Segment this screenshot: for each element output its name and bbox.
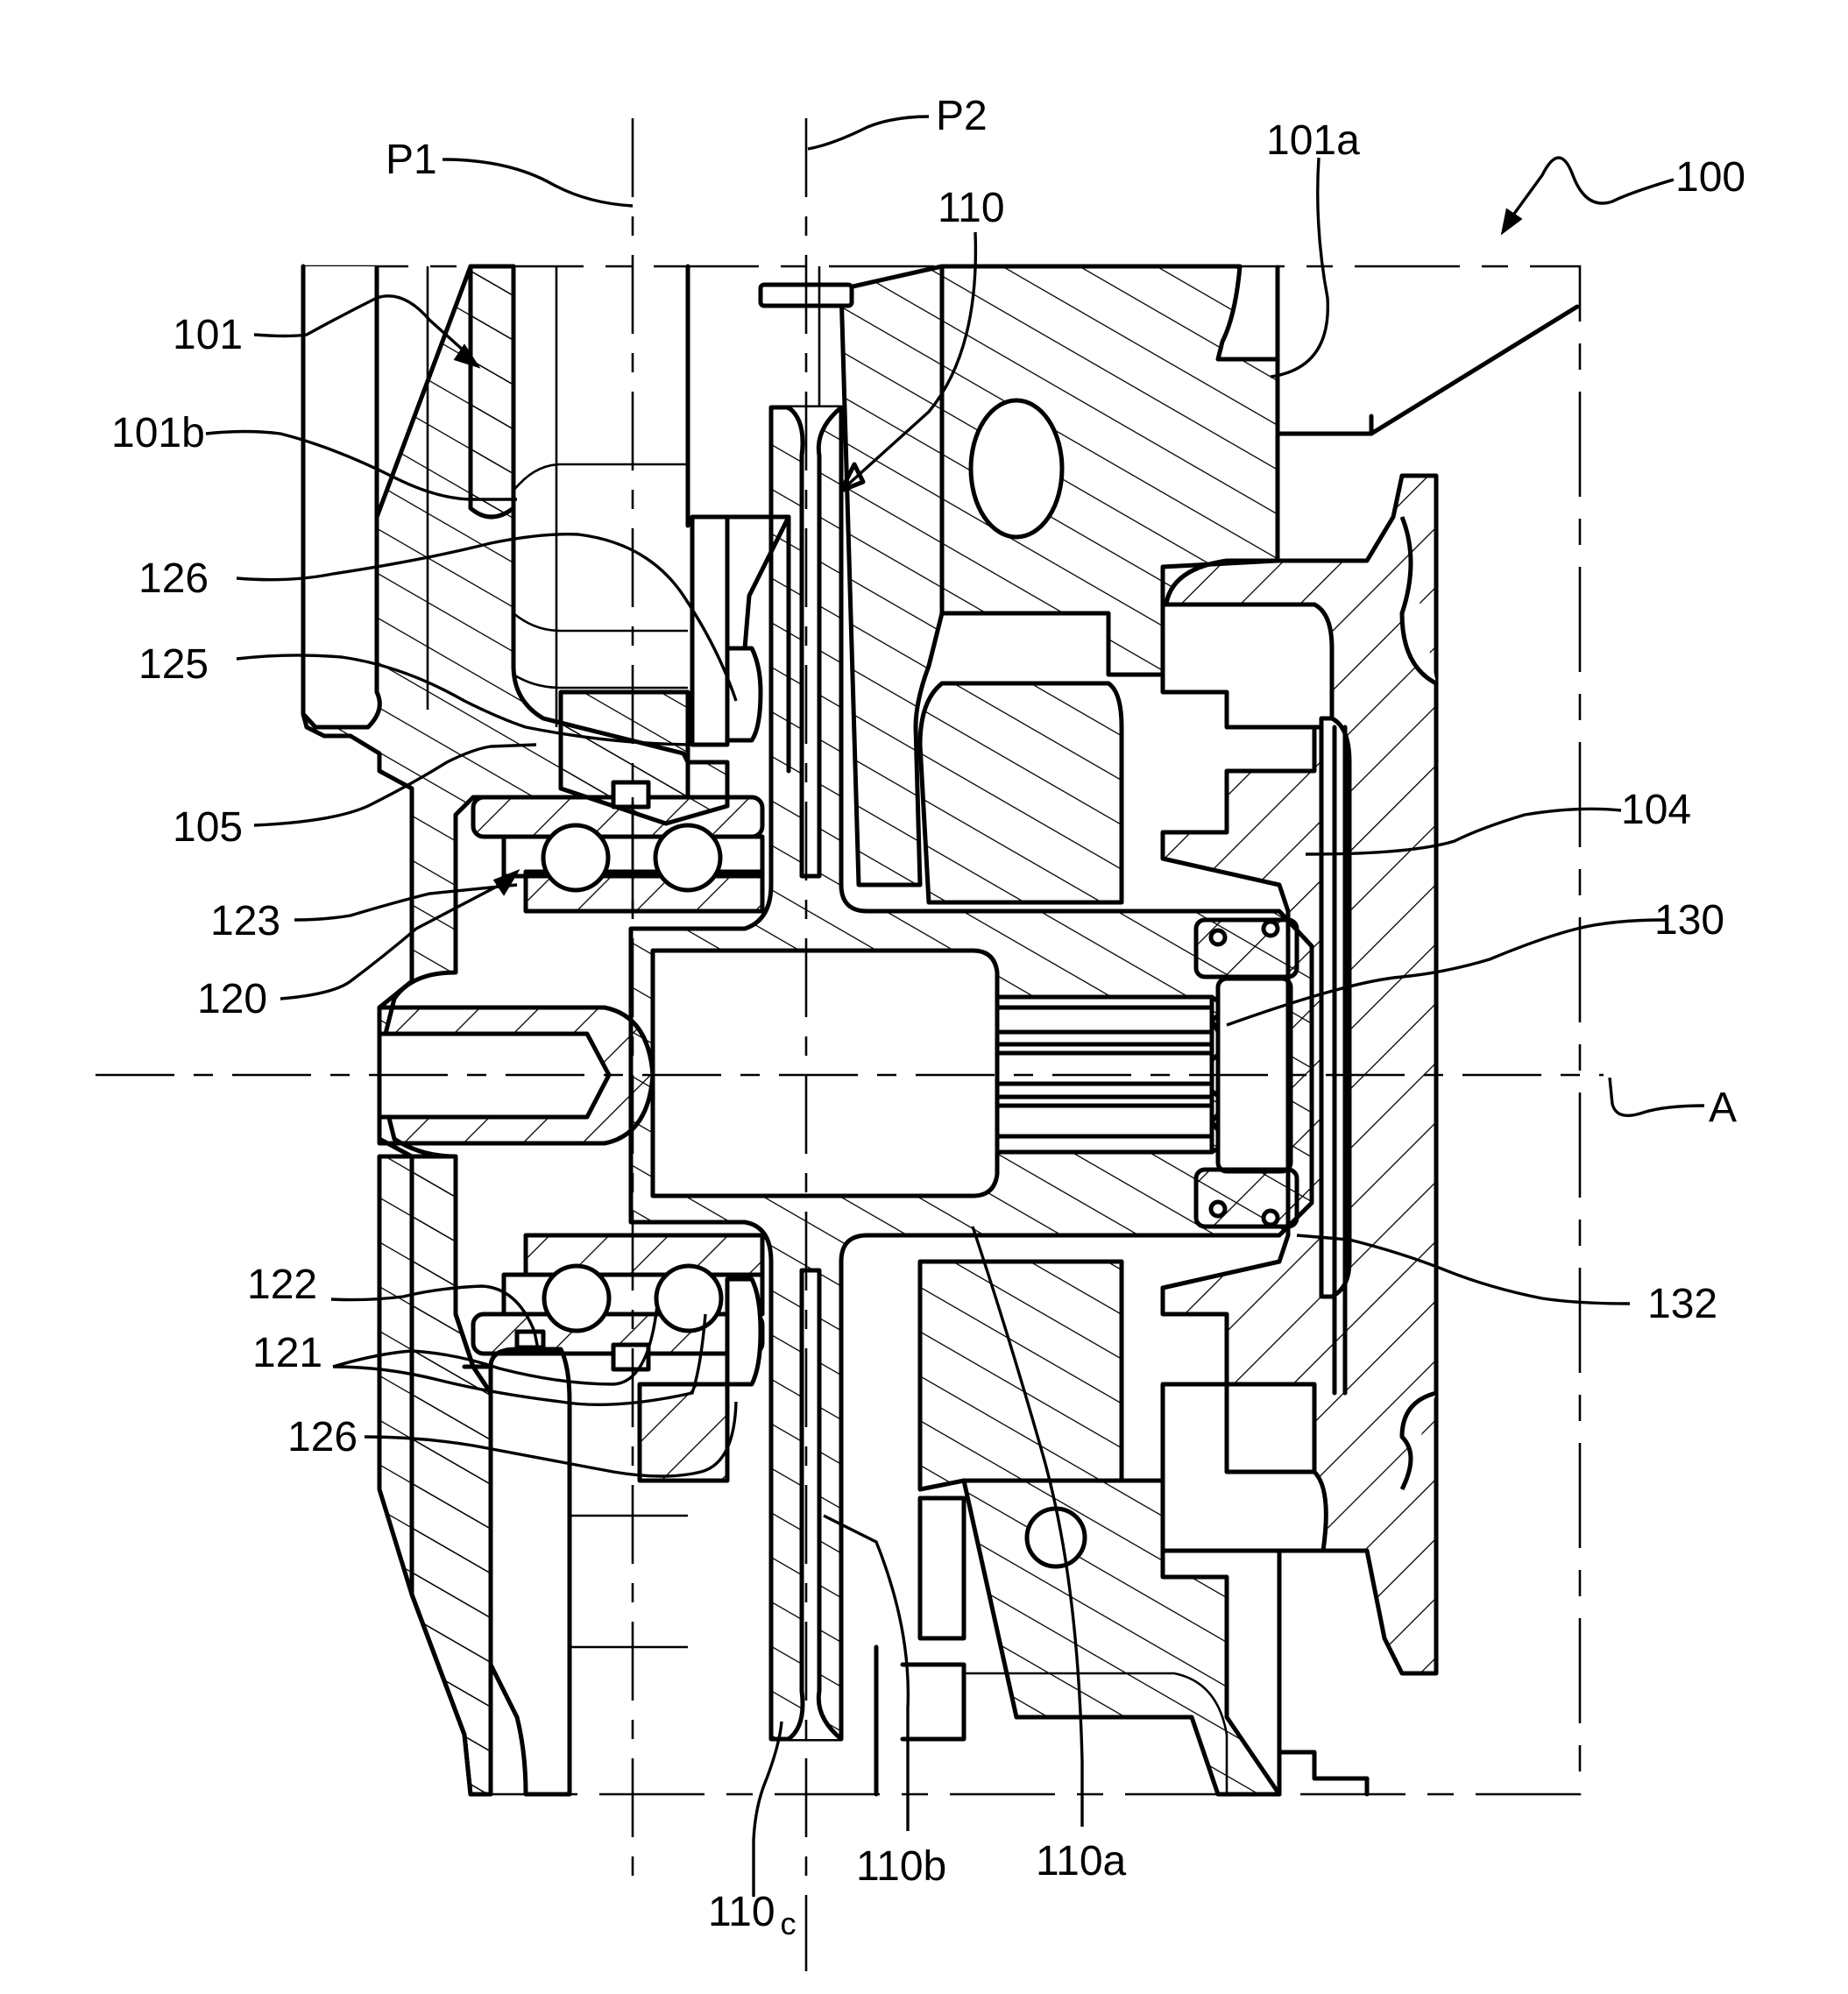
- label-121: 121: [252, 1330, 322, 1376]
- reference-labels: P1 P2 110 101a 100 101 101b 126 125 105 …: [111, 93, 1745, 1941]
- leader-123: [294, 883, 518, 922]
- label-122: 122: [247, 1262, 317, 1308]
- leader-126-bottom: [364, 1401, 738, 1478]
- centerlines: [96, 118, 1604, 1971]
- label-132: 132: [1647, 1281, 1717, 1327]
- label-p2: P2: [936, 93, 988, 139]
- leader-p2: [807, 115, 930, 151]
- leader-101: [253, 294, 475, 361]
- label-104: 104: [1621, 787, 1691, 833]
- seal-132: [1193, 917, 1299, 1229]
- label-100: 100: [1675, 154, 1745, 201]
- label-101a: 101a: [1266, 117, 1360, 164]
- leader-lines: [205, 115, 1705, 1897]
- leader-101a: [1270, 157, 1330, 378]
- housing-flange-right: [1160, 265, 1580, 1676]
- label-101b: 101b: [111, 410, 205, 456]
- label-110: 110: [938, 185, 1005, 231]
- label-105: 105: [173, 804, 243, 851]
- leader-122: [330, 1284, 541, 1354]
- leader-132: [1296, 1234, 1631, 1305]
- leader-130: [1226, 918, 1666, 1027]
- label-110a: 110a: [1036, 1838, 1127, 1884]
- nut-126-lower: [637, 1276, 763, 1483]
- label-110b: 110b: [856, 1843, 946, 1890]
- label-130: 130: [1654, 897, 1724, 944]
- label-125: 125: [138, 641, 209, 688]
- upper-bearing-120: [471, 780, 765, 914]
- label-101: 101: [173, 312, 243, 358]
- leader-105: [253, 743, 537, 827]
- leader-121b: [332, 1313, 707, 1407]
- leader-100: [1505, 156, 1675, 224]
- leader-125: [236, 654, 702, 746]
- leader-101b: [205, 429, 517, 501]
- label-120: 120: [197, 976, 267, 1022]
- leader-110c: [752, 1721, 783, 1897]
- leader-110: [839, 231, 978, 492]
- label-126-top: 126: [138, 555, 209, 602]
- label-axis-a: A: [1709, 1085, 1737, 1131]
- rotor-110: [628, 405, 1314, 1742]
- label-123: 123: [210, 898, 280, 944]
- leader-120: [280, 879, 509, 1001]
- label-p1: P1: [386, 137, 437, 183]
- leader-110a: [971, 1226, 1084, 1827]
- leader-121a: [332, 1305, 659, 1386]
- leader-126-top: [236, 533, 738, 702]
- label-126-bottom: 126: [287, 1414, 358, 1460]
- leader-110b: [823, 1514, 910, 1831]
- leader-p1: [442, 158, 634, 208]
- leader-axis-a: [1608, 1077, 1705, 1117]
- leader-104: [1305, 807, 1622, 856]
